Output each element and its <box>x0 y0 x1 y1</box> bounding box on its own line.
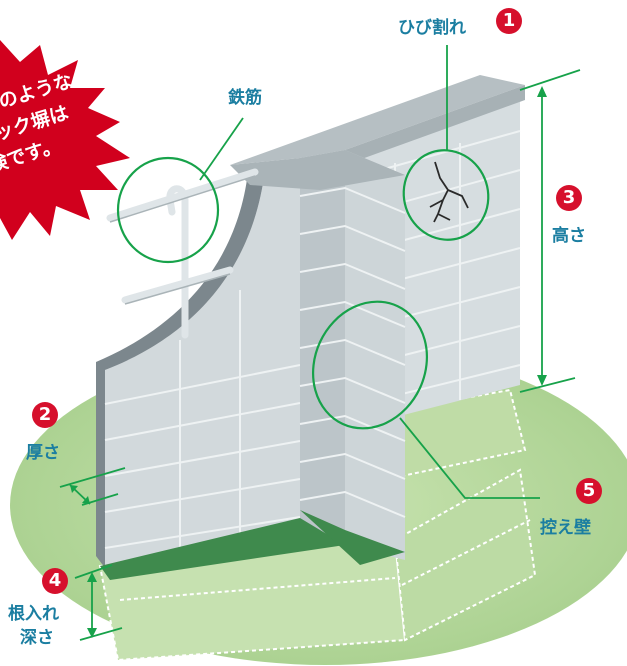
thickness-label: 厚さ <box>26 443 60 463</box>
crack-number-badge: 1 <box>496 8 522 34</box>
thickness-arrow-1 <box>70 485 78 493</box>
embed-arrow-top <box>87 572 97 582</box>
height-arrow-top <box>537 86 547 97</box>
rebar-label: 鉄筋 <box>228 88 262 108</box>
height-number-badge: 3 <box>556 185 582 211</box>
height-label: 高さ <box>552 226 586 246</box>
buttress-number-badge: 5 <box>576 478 602 504</box>
embed-tick-top <box>74 564 113 579</box>
height-arrow-bottom <box>537 375 547 386</box>
crack-label: ひび割れ <box>398 18 466 38</box>
crack-mark <box>429 161 469 223</box>
embed-tick-bottom <box>79 627 123 641</box>
rebar-leader <box>199 117 244 181</box>
thickness-number-badge: 2 <box>32 402 58 428</box>
buttress-wall <box>230 150 406 565</box>
warning-starburst <box>0 40 130 240</box>
thickness-arrow-2 <box>82 496 90 504</box>
embed-depth-label-line-2: 深さ <box>20 628 54 648</box>
buttress-highlight-circle <box>311 300 429 430</box>
height-dimension-top <box>519 69 581 91</box>
height-dimension-bottom <box>519 377 576 393</box>
embed-arrow-bottom <box>87 628 97 638</box>
embed-depth-label-line-1: 根入れ <box>8 604 59 624</box>
buttress-label: 控え壁 <box>540 518 591 538</box>
rebar-highlight-circle <box>116 156 220 264</box>
crack-highlight-circle <box>402 149 490 241</box>
buttress-leader <box>399 417 540 499</box>
rebar <box>106 168 259 339</box>
thickness-tick-1 <box>59 467 126 488</box>
embed-depth-number-badge: 4 <box>42 568 68 594</box>
